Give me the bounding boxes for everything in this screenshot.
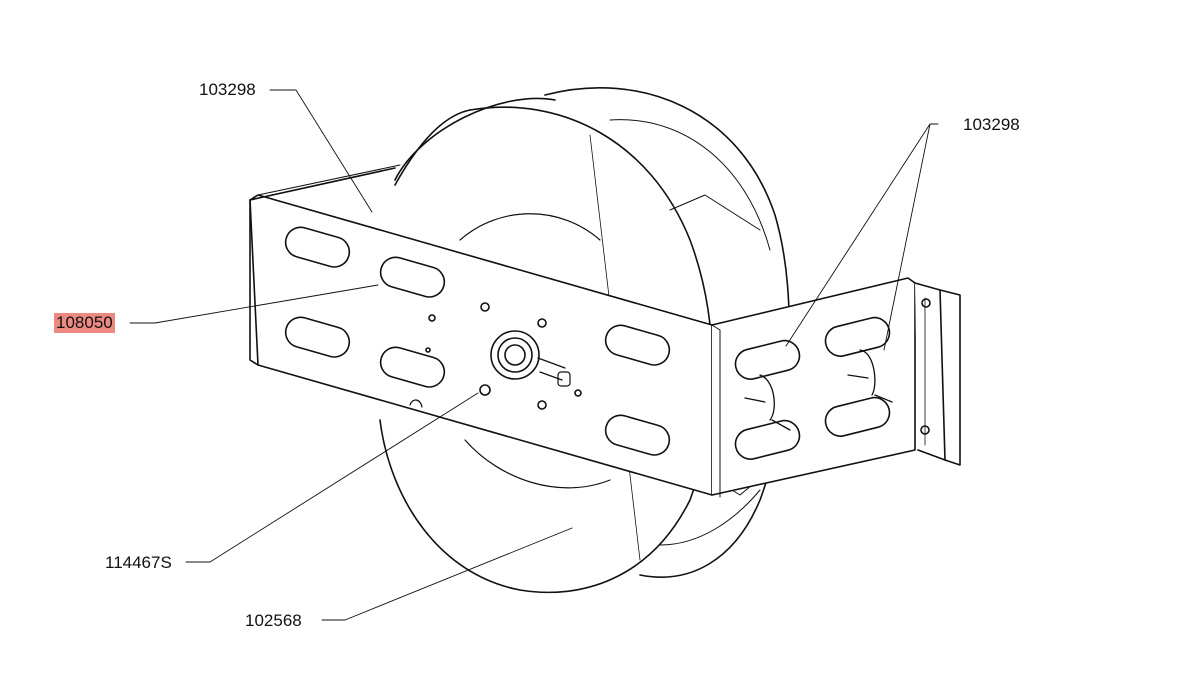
callout-103298-right: 103298	[963, 115, 1020, 134]
callout-103298-left: 103298	[199, 80, 256, 99]
callout-108050-highlighted: 108050	[54, 313, 115, 333]
leader-lines	[129, 89, 939, 621]
callout-102568: 102568	[245, 611, 302, 630]
callout-114467s: 114467S	[105, 553, 172, 572]
mounting-bracket	[249, 164, 961, 498]
